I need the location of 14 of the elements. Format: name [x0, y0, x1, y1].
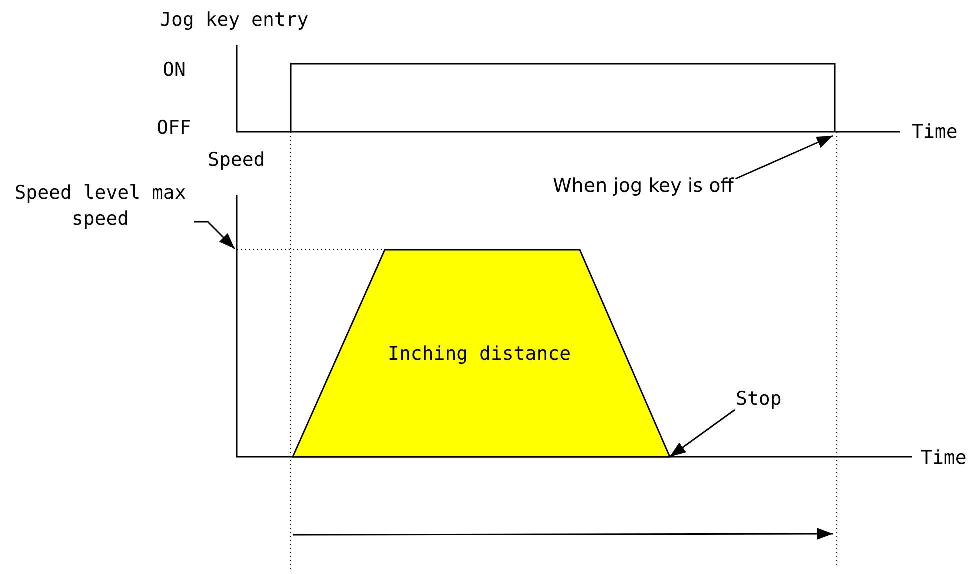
leader-line — [670, 409, 736, 458]
signal-title: Jog key entry — [160, 8, 309, 32]
state-label: ON — [163, 58, 186, 82]
axis-label: Time — [912, 120, 958, 144]
axis-label: Speed — [208, 148, 266, 172]
area-label: Inching distance — [388, 342, 572, 366]
callout-text: Speed level max speed — [8, 180, 193, 232]
callout-text: When jog key is off — [553, 173, 734, 199]
leader-line — [194, 221, 236, 250]
leader-line — [736, 135, 834, 180]
callout-text: Stop — [736, 386, 786, 412]
axis-label: Time — [921, 446, 967, 470]
state-label: OFF — [157, 116, 192, 140]
trapezoid-area — [293, 250, 670, 457]
